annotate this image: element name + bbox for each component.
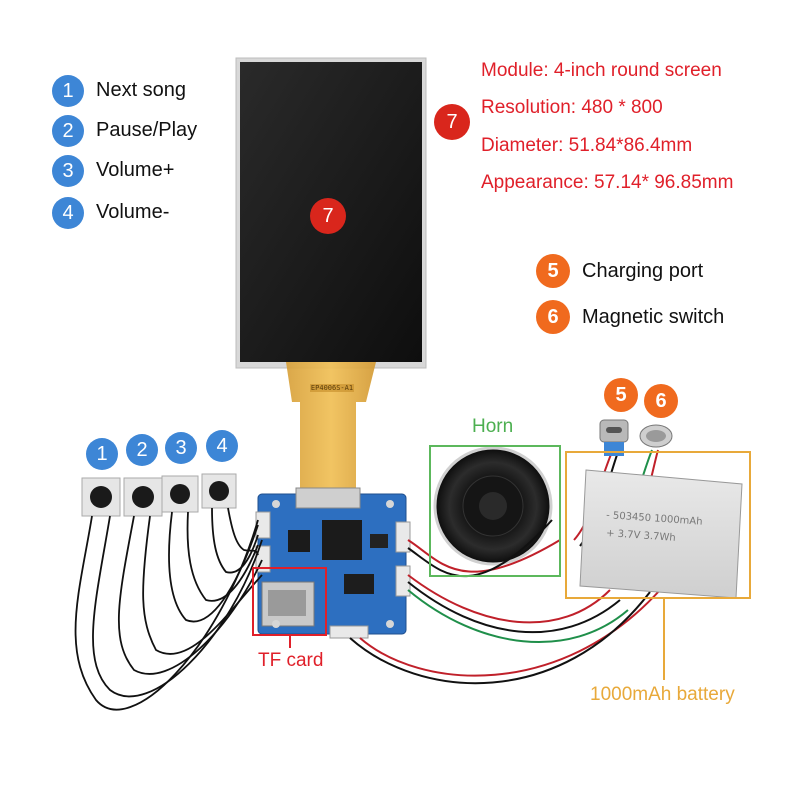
battery-print-2: + 3.7V 3.7Wh bbox=[606, 528, 676, 544]
specs-marker: 7 bbox=[434, 104, 470, 140]
battery: - 503450 1000mAh + 3.7V 3.7Wh bbox=[579, 469, 743, 599]
spec-resolution: Resolution: 480 * 800 bbox=[481, 97, 663, 118]
button-marker-1: 1 bbox=[86, 438, 118, 470]
button-marker-2: 2 bbox=[126, 434, 158, 466]
button-marker-3: 3 bbox=[165, 432, 197, 464]
fpc-ribbon: EP4006S-A1 bbox=[286, 362, 376, 500]
charging-port bbox=[599, 419, 629, 456]
spec-diameter: Diameter: 51.84*86.4mm bbox=[481, 135, 693, 156]
port-label-magnetic: Magnetic switch bbox=[582, 306, 725, 328]
pcb-board bbox=[255, 487, 411, 639]
tactile-button-2 bbox=[123, 477, 163, 517]
screen-marker: 7 bbox=[310, 198, 346, 234]
charging-port-marker: 5 bbox=[604, 378, 638, 412]
tactile-button-4 bbox=[201, 473, 237, 509]
spec-module: Module: 4-inch round screen bbox=[481, 60, 722, 81]
legend-marker-3: 3 bbox=[52, 155, 84, 187]
horn-speaker bbox=[433, 446, 553, 566]
port-marker-6: 6 bbox=[536, 300, 570, 334]
port-marker-5: 5 bbox=[536, 254, 570, 288]
spec-appearance: Appearance: 57.14* 96.85mm bbox=[481, 172, 734, 193]
horn-box bbox=[429, 445, 561, 577]
magnetic-switch bbox=[639, 424, 673, 448]
button-marker-4: 4 bbox=[206, 430, 238, 462]
tactile-button-3 bbox=[161, 475, 199, 513]
horn-label: Horn bbox=[472, 416, 514, 437]
legend-marker-2: 2 bbox=[52, 115, 84, 147]
legend-label-volume-up: Volume+ bbox=[96, 159, 175, 181]
lcd-screen bbox=[235, 57, 427, 369]
legend-label-next-song: Next song bbox=[96, 79, 187, 101]
tactile-button-1 bbox=[81, 477, 121, 517]
battery-box bbox=[565, 451, 751, 599]
magnetic-switch-marker: 6 bbox=[644, 384, 678, 418]
fpc-print: EP4006S-A1 bbox=[311, 384, 353, 392]
battery-label: 1000mAh battery bbox=[590, 684, 735, 705]
legend-label-pause-play: Pause/Play bbox=[96, 119, 198, 141]
button-wires bbox=[74, 507, 263, 711]
tactile-buttons bbox=[81, 473, 237, 517]
tf-card-label: TF card bbox=[258, 650, 324, 671]
port-label-charging: Charging port bbox=[582, 260, 704, 282]
legend-marker-1: 1 bbox=[52, 75, 84, 107]
legend-marker-4: 4 bbox=[52, 197, 84, 229]
legend-label-volume-down: Volume- bbox=[96, 201, 170, 223]
